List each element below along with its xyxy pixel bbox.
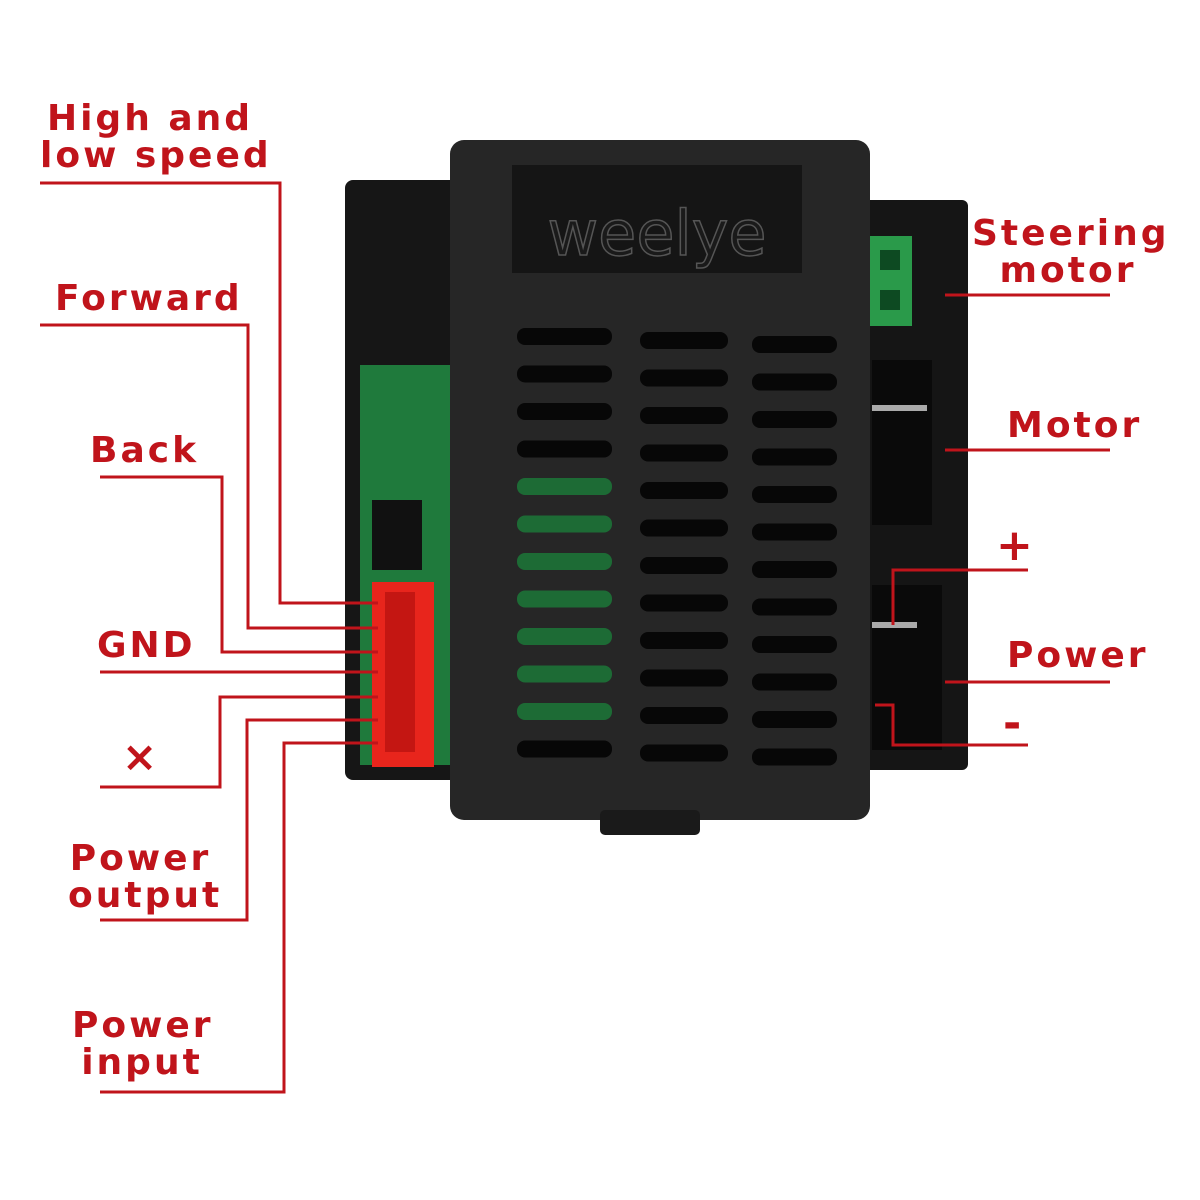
label-back: Back: [90, 430, 200, 471]
vent-slot: [640, 369, 728, 387]
label-power: Power: [1007, 635, 1149, 676]
leader-high-low-speed: [40, 181, 378, 605]
vent-slot: [517, 553, 612, 570]
label-power-input: Power input: [72, 1007, 212, 1081]
label-line: output: [68, 875, 223, 916]
logo-plate: [512, 165, 802, 273]
vent-slot: [640, 557, 728, 574]
vent-slot: [752, 523, 837, 541]
vent-slot: [517, 590, 612, 608]
vent-slot: [517, 628, 612, 645]
vent-slots: [517, 328, 837, 766]
vent-slot: [517, 403, 612, 420]
vent-slot: [640, 669, 728, 687]
leader-power-output: [100, 718, 378, 922]
power-connector: [872, 585, 942, 750]
vent-slot: [640, 519, 728, 537]
label-line: input: [81, 1042, 203, 1083]
label-line: High and: [46, 98, 254, 139]
vent-slot: [517, 703, 612, 720]
vent-slot: [517, 740, 612, 758]
vent-slot: [752, 673, 837, 691]
label-forward: Forward: [55, 278, 243, 319]
label-gnd: GND: [97, 625, 196, 666]
vent-slot: [640, 332, 728, 349]
leader-forward: [40, 323, 378, 630]
vent-slot: [517, 440, 612, 458]
vent-slot: [640, 407, 728, 424]
brand-logo: weelye: [547, 197, 766, 270]
label-plus: +: [996, 520, 1036, 571]
vent-slot: [752, 411, 837, 428]
vent-slot: [640, 594, 728, 612]
leader-lines: [40, 181, 1110, 1094]
vent-slot: [640, 632, 728, 649]
leader-power-input: [100, 741, 378, 1094]
label-minus: -: [1003, 698, 1025, 749]
steering-connector: [868, 236, 912, 326]
label-high-low-speed: High and low speed: [40, 98, 272, 176]
vent-slot: [517, 515, 612, 533]
vent-slot: [517, 665, 612, 683]
vent-slot: [640, 707, 728, 724]
vent-slot: [752, 598, 837, 616]
label-power-output: Power output: [68, 838, 223, 916]
vent-slot: [752, 561, 837, 578]
leader-unused: [100, 695, 378, 789]
pcb-connector: [372, 500, 422, 570]
label-unused-pin: ×: [122, 732, 161, 781]
leader-plus: [891, 568, 1028, 625]
vent-slot: [517, 365, 612, 383]
label-motor: Motor: [1007, 405, 1143, 446]
label-steering-motor: Steering motor: [972, 213, 1170, 291]
vent-slot: [640, 744, 728, 762]
label-line: Power: [72, 1005, 214, 1046]
vent-slot: [752, 373, 837, 391]
label-line: motor: [999, 250, 1137, 291]
label-line: Power: [69, 838, 212, 879]
vent-slot: [752, 711, 837, 728]
vent-slot: [517, 328, 612, 345]
vent-slot: [752, 486, 837, 503]
label-line: Steering: [972, 213, 1170, 254]
vent-slot: [752, 636, 837, 653]
vent-slot: [517, 478, 612, 495]
vent-slot: [640, 482, 728, 499]
motor-connector: [872, 360, 932, 525]
vent-slot: [752, 448, 837, 466]
leader-minus: [875, 703, 1028, 747]
vent-slot: [640, 444, 728, 462]
vent-slot: [752, 748, 837, 766]
vent-slot: [752, 336, 837, 353]
leader-back: [100, 475, 378, 654]
label-line: low speed: [40, 135, 272, 176]
